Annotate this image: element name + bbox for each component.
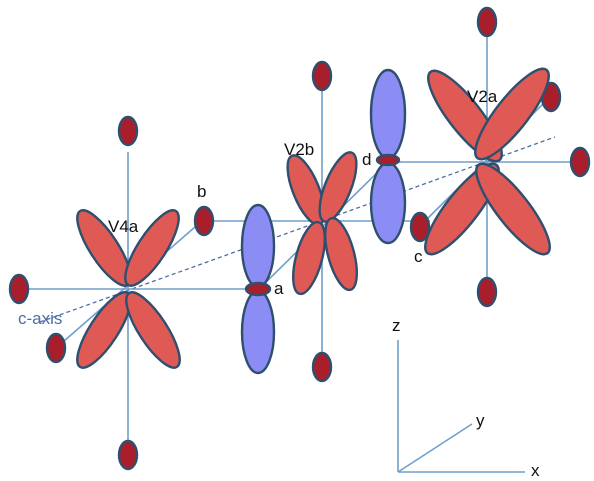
oxygen-atom [193,205,215,237]
label-site-d: d [362,150,371,169]
oxygen-atom [569,146,591,178]
oxygen-atom [311,60,333,92]
oxygen-atom [476,6,498,38]
oxygen-atom [375,153,401,167]
y-axis-line [397,423,473,473]
label-v4a: V4a [108,217,139,236]
v2b-d-orbital [286,151,358,296]
p-orbital-a [240,203,276,375]
label-z-axis: z [392,316,401,335]
label-v2a: V2a [467,87,498,106]
label-site-c: c [414,247,423,266]
label-v2b: V2b [284,140,314,159]
p-orbital-d [369,68,407,245]
oxygen-atom [8,273,30,305]
v4a-d-orbital [76,209,181,369]
label-y-axis: y [476,411,485,430]
label-site-a: a [274,279,284,298]
oxygen-atom [45,332,67,364]
label-site-b: b [197,182,206,201]
oxygen-atom [409,211,431,243]
oxygen-atom [117,439,139,471]
oxygen-atom [117,115,139,147]
oxygen-atom [244,281,272,297]
label-c-axis: c-axis [18,309,62,328]
v2a-d-orbital [424,67,551,256]
label-x-axis: x [531,461,540,480]
oxygen-atom [311,351,333,383]
oxygen-atoms [8,6,591,471]
oxygen-atom [476,276,498,308]
coordinate-frame [397,340,525,473]
